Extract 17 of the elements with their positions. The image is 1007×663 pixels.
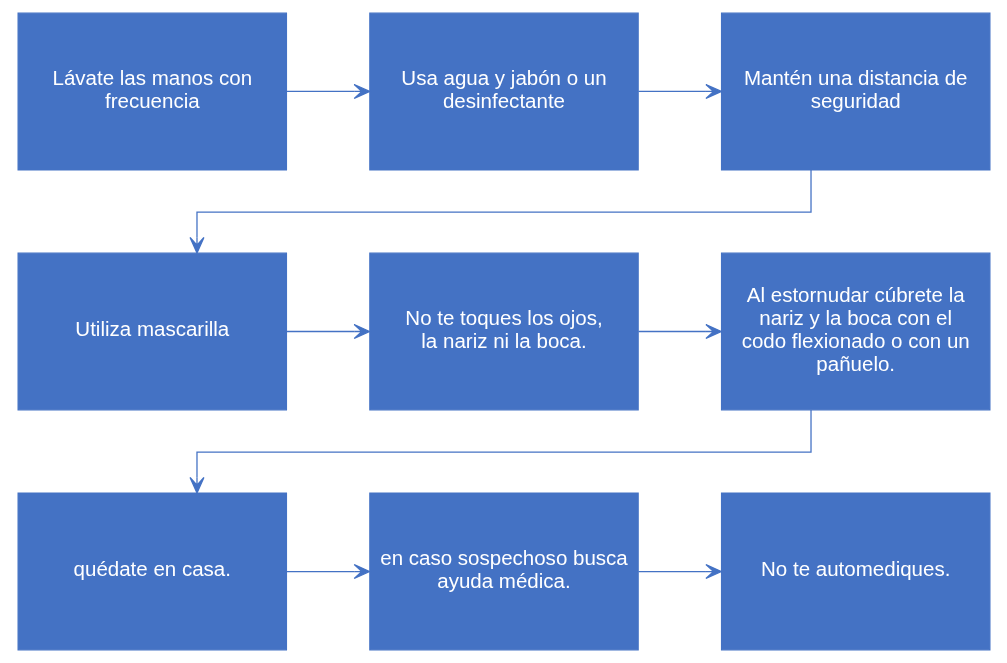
arrow	[188, 169, 812, 254]
arrow	[637, 83, 722, 100]
node-box: No te toques los ojos, la nariz ni la boca.	[368, 252, 639, 411]
arrow	[285, 83, 370, 100]
node-box: No te automediques.	[720, 492, 990, 651]
arrow	[285, 323, 370, 340]
node-box: quédate en casa.	[17, 492, 287, 651]
arrow	[637, 323, 722, 340]
node-box: en caso sospechoso busca ayuda médica.	[368, 492, 639, 651]
node-box: Utiliza mascarilla	[17, 252, 287, 411]
node-box: Mantén una distancia de seguridad	[720, 12, 990, 171]
arrow	[637, 563, 722, 580]
node-box: Usa agua y jabón o un desinfectante	[368, 12, 639, 171]
node-box: Lávate las manos con frecuencia	[17, 12, 287, 171]
arrow	[285, 563, 370, 580]
arrow	[188, 409, 812, 494]
node-box: Al estornudar cúbrete la nariz y la boca con el codo flexionado o con un pañuelo.	[720, 252, 990, 411]
